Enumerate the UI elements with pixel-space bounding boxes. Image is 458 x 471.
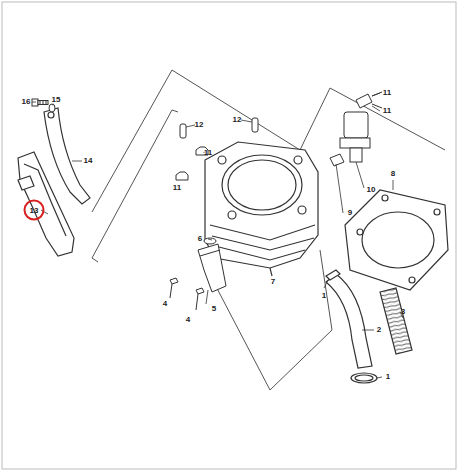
callout-number: 7 (271, 278, 275, 286)
cylinder-block (205, 142, 318, 276)
callout-number: 1 (386, 373, 390, 381)
tensioner-arm (44, 108, 90, 204)
callout-number: 10 (367, 186, 376, 194)
spring-sleeve (380, 288, 412, 354)
intake-pipe (198, 238, 226, 292)
callout-number: 11 (383, 89, 391, 97)
callout-number: 6 (198, 235, 202, 243)
callout-number: 3 (401, 308, 405, 316)
callout-number: 15 (52, 96, 61, 104)
callout-number: 14 (84, 157, 93, 165)
callout-number: 11 (173, 184, 181, 192)
tensioner-lifter (330, 92, 382, 166)
bolt (170, 278, 204, 310)
callout-number: 4 (186, 316, 190, 324)
callout-number: 8 (391, 170, 395, 178)
callout-number: 1 (322, 292, 326, 300)
callout-number: 5 (212, 305, 216, 313)
callout-number: 12 (195, 121, 204, 129)
callout-number: 12 (233, 116, 242, 124)
callout-number: 11 (204, 149, 212, 157)
head-gasket (345, 190, 448, 290)
oil-hose (326, 270, 377, 383)
leader-lines (32, 93, 403, 378)
section-lines (92, 70, 445, 390)
callout-number: 13 (30, 206, 39, 214)
callout-number: 11 (383, 107, 391, 115)
callout-number: 2 (377, 326, 381, 334)
callout-number: 4 (163, 300, 167, 308)
callout-number: 9 (348, 209, 352, 217)
highlight-circle: 13 (24, 200, 45, 221)
callout-number: 16 (22, 98, 31, 106)
